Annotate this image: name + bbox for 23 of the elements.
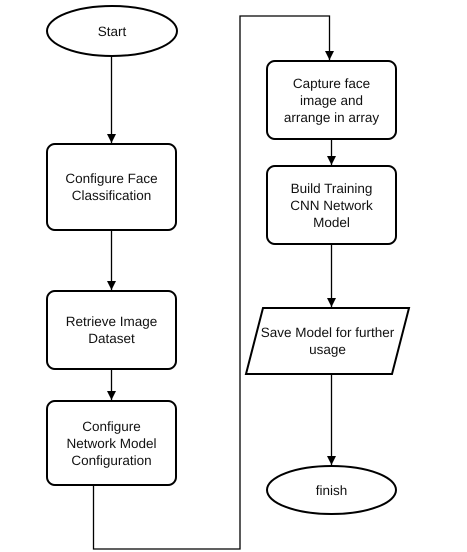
arrow [106, 370, 116, 400]
node-text: finish [314, 482, 348, 498]
process-box [266, 165, 397, 245]
process-box [46, 143, 177, 231]
arrow [326, 375, 336, 465]
node-text: Capture face image and arrange in array [282, 74, 380, 126]
arrow [326, 245, 336, 307]
process-box [46, 290, 177, 370]
node-text: Configure Network Model Configuration [65, 418, 158, 468]
node-text: Configure Face Classification [64, 170, 159, 204]
node-text: Start [96, 22, 128, 40]
process-box [266, 60, 397, 140]
arrow [106, 231, 116, 290]
terminal-ellipse [46, 5, 178, 57]
node-text: Retrieve Image Dataset [64, 313, 158, 347]
process-box [46, 400, 177, 486]
node-text: Build Training CNN Network Model [289, 180, 374, 230]
data-parallelogram [245, 307, 410, 375]
terminal-ellipse [266, 465, 397, 515]
node-text: Save Model for further usage [260, 324, 396, 358]
arrow [106, 57, 116, 143]
arrow [326, 140, 336, 165]
arrow [92, 15, 334, 550]
